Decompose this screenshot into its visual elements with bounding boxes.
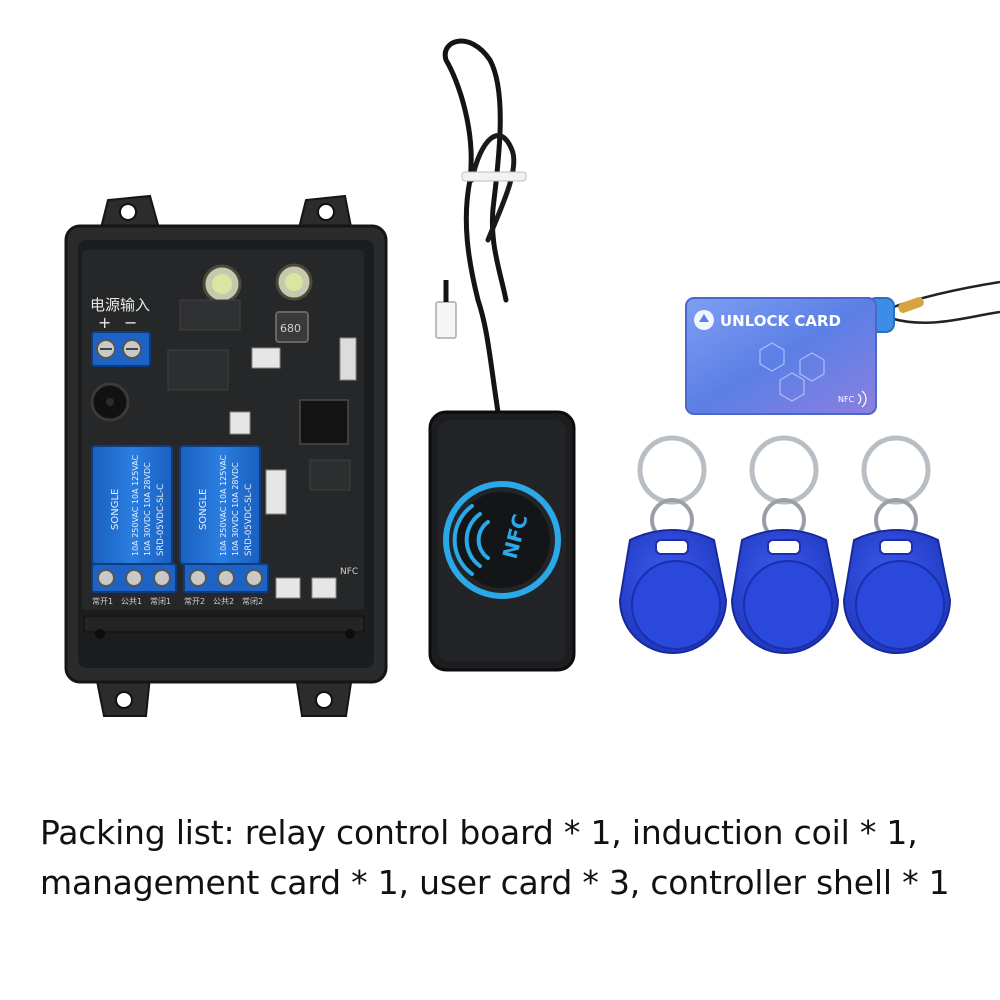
connector-mid (229, 411, 251, 435)
user-fob-2 (730, 435, 840, 654)
card-nfc-icon (857, 390, 867, 408)
connector-small (251, 347, 281, 369)
inductor-code: 680 (280, 322, 301, 335)
packing-list-line-2: management card * 1, user card * 3, cont… (40, 863, 950, 902)
connector-header-top (339, 337, 357, 381)
relay-2-terminal-block (183, 563, 269, 593)
nfc-port-connector-1 (275, 577, 301, 599)
terminal-label-nc1: 常闭1 (150, 597, 171, 606)
fob-1-keyring (637, 435, 707, 505)
relay-1-brand: SONGLE (110, 489, 121, 530)
induction-coil-reader: NFC (428, 38, 576, 672)
terminal-label-no1: 常开1 (92, 597, 113, 606)
fob-2-keyring (749, 435, 819, 505)
relay-1-model: SRD-05VDC-SL-C (156, 484, 166, 556)
relay-1: SONGLE 10A 250VAC 10A 125VAC 10A 30VDC 1… (91, 445, 173, 565)
connector-side (265, 469, 287, 515)
user-fob-3 (842, 435, 952, 654)
nfc-waves-icon (452, 504, 490, 576)
packing-list-line-1: Packing list: relay control board * 1, i… (40, 813, 918, 852)
relay-2-model: SRD-05VDC-SL-C (244, 484, 254, 556)
terminal-label-no2: 常开2 (184, 597, 205, 606)
nfc-port-label: NFC (340, 567, 358, 577)
packing-list-caption: Packing list: relay control board * 1, i… (40, 808, 980, 908)
microcontroller-chip (299, 399, 349, 445)
relay-2: SONGLE 10A 250VAC 10A 125VAC 10A 30VDC 1… (179, 445, 261, 565)
plus-label: + (98, 313, 111, 332)
nfc-port-connector-2 (311, 577, 337, 599)
relay-2-rating-a: 10A 250VAC 10A 125VAC (219, 454, 228, 556)
card-lanyard (879, 280, 1000, 324)
terminal-label-nc2: 常闭2 (242, 597, 263, 606)
cable-tie (461, 171, 527, 182)
minus-label: − (124, 313, 137, 332)
relay-2-rating-b: 10A 30VDC 10A 28VDC (231, 462, 240, 556)
relay-1-terminal-block (91, 563, 177, 593)
reader-cable (442, 38, 509, 415)
power-input-label: 电源输入 (90, 296, 150, 314)
cable-connector-plug (435, 301, 457, 339)
user-fob-1 (618, 435, 728, 654)
management-card: UNLOCK CARD NFC (685, 280, 1000, 415)
relay-1-rating-a: 10A 250VAC 10A 125VAC (131, 454, 140, 556)
relay-1-rating-b: 10A 30VDC 10A 28VDC (143, 462, 152, 556)
relay-2-brand: SONGLE (198, 489, 209, 530)
inductor (275, 311, 309, 343)
fob-3-keyring (861, 435, 931, 505)
terminal-label-com1: 公共1 (121, 597, 142, 606)
card-title: UNLOCK CARD (720, 312, 841, 330)
reader-ring (443, 481, 561, 599)
relay-control-board: 电源输入 + − 680 SONGLE 10A 250V (64, 194, 388, 717)
card-nfc-mark: NFC (838, 395, 855, 404)
terminal-label-com2: 公共2 (213, 597, 234, 606)
